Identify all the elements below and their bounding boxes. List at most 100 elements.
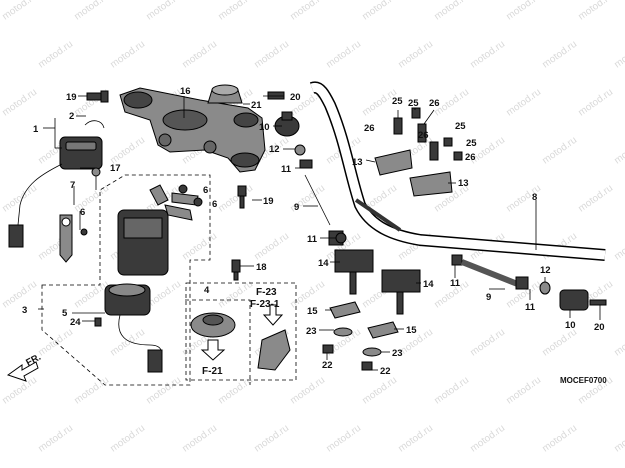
callout-12: 12 [269, 144, 280, 155]
callout-9: 9 [294, 202, 299, 213]
watermark-text: motod.ru [0, 0, 39, 22]
right-bar-end [451, 254, 607, 311]
callout-9: 9 [486, 292, 491, 303]
stem-nut [207, 84, 243, 104]
watermark-text: motod.ru [612, 327, 625, 359]
fuel-cap-lock [190, 312, 236, 361]
watermark-text: motod.ru [612, 231, 625, 263]
callout-13: 13 [458, 178, 469, 189]
watermark-text: motod.ru [360, 0, 399, 22]
watermark-text: motod.ru [396, 39, 435, 71]
watermark-text: motod.ru [468, 39, 507, 71]
watermark-text: motod.ru [612, 135, 625, 167]
callout-14: 14 [423, 279, 434, 290]
callout-15: 15 [406, 325, 417, 336]
watermark-text: motod.ru [504, 87, 543, 119]
watermark-text: motod.ru [180, 39, 219, 71]
callout-25: 25 [466, 138, 477, 149]
watermark-text: motod.ru [504, 375, 543, 407]
callout-26: 26 [418, 130, 429, 141]
watermark-text: motod.ru [288, 375, 327, 407]
callout-19: 19 [66, 92, 77, 103]
callout-19: 19 [263, 196, 274, 207]
watermark-text: motod.ru [252, 231, 291, 263]
top-bridge [119, 87, 266, 173]
callout-26: 26 [364, 123, 375, 134]
diagram-code: MOCEF0700 [560, 376, 607, 385]
key-set [59, 214, 88, 263]
watermark-text: motod.ru [612, 423, 625, 455]
fr-arrow [6, 361, 39, 382]
watermark-text: motod.ru [468, 327, 507, 359]
callout-25: 25 [392, 96, 403, 107]
callout-22: 22 [380, 366, 391, 377]
watermark-text: motod.ru [504, 0, 543, 22]
callout-13: 13 [352, 157, 363, 168]
watermark-text: motod.ru [216, 0, 255, 22]
callout-6: 6 [203, 185, 208, 196]
holder-bolts [393, 107, 463, 161]
callout-11: 11 [450, 278, 461, 289]
watermark-text: motod.ru [252, 39, 291, 71]
callout-4: 4 [204, 285, 210, 296]
callout-6: 6 [80, 207, 85, 218]
callout-26: 26 [429, 98, 440, 109]
callout-5: 5 [62, 308, 68, 319]
callout-25: 25 [408, 98, 419, 109]
callout-20: 20 [290, 92, 301, 103]
watermark-layer: motod.ru motod.ru motod.ru motod.ru motod.ru… [0, 0, 625, 454]
watermark-text: motod.ru [108, 135, 147, 167]
ref-f23-1: F-23-1 [250, 299, 280, 310]
watermark-text: motod.ru [0, 279, 39, 311]
watermark-text: motod.ru [288, 0, 327, 22]
callout-18: 18 [256, 262, 267, 273]
watermark-text: motod.ru [576, 183, 615, 215]
bolt-18 [231, 259, 241, 281]
watermark-text: motod.ru [360, 375, 399, 407]
ref-f21: F-21 [202, 366, 223, 377]
watermark-text: motod.ru [72, 0, 111, 22]
callout-2: 2 [69, 111, 74, 122]
watermark-text: motod.ru [36, 423, 75, 455]
watermark-text: motod.ru [324, 423, 363, 455]
watermark-text: motod.ru [72, 183, 111, 215]
ignition-switch-body [94, 283, 163, 373]
watermark-text: motod.ru [216, 183, 255, 215]
watermark-text: motod.ru [72, 375, 111, 407]
ignition-cylinder [117, 184, 203, 276]
callout-1: 1 [33, 124, 39, 135]
watermark-text: motod.ru [252, 423, 291, 455]
bolt-19b [237, 185, 247, 209]
callout-6: 6 [212, 199, 217, 210]
watermark-text: motod.ru [468, 423, 507, 455]
watermark-text: motod.ru [540, 135, 579, 167]
callout-24: 24 [70, 317, 81, 328]
handlebar-pipe [309, 81, 606, 261]
watermark-text: motod.ru [576, 87, 615, 119]
watermark-text: motod.ru [0, 87, 39, 119]
watermark-text: motod.ru [36, 327, 75, 359]
callout-11: 11 [281, 164, 292, 175]
watermark-text: motod.ru [324, 39, 363, 71]
watermark-text: motod.ru [180, 231, 219, 263]
callout-10: 10 [565, 320, 576, 331]
callout-15: 15 [307, 306, 318, 317]
callout-20: 20 [594, 322, 605, 333]
callout-16: 16 [180, 86, 191, 97]
watermark-text: motod.ru [576, 0, 615, 22]
callout-11: 11 [525, 302, 536, 313]
watermark-text: motod.ru [36, 39, 75, 71]
watermark-text: motod.ru [432, 0, 471, 22]
watermark-text: motod.ru [108, 39, 147, 71]
watermark-text: motod.ru [144, 375, 183, 407]
callout-26: 26 [465, 152, 476, 163]
watermark-text: motod.ru [108, 423, 147, 455]
callout-21: 21 [251, 100, 262, 111]
callout-12: 12 [540, 265, 551, 276]
ref-f23: F-23 [256, 287, 277, 298]
watermark-text: motod.ru [396, 423, 435, 455]
seat-lock [257, 304, 291, 371]
callout-labels: 19 1 2 17 7 6 16 21 6 6 19 18 4 3 5 24 2… [22, 86, 605, 377]
